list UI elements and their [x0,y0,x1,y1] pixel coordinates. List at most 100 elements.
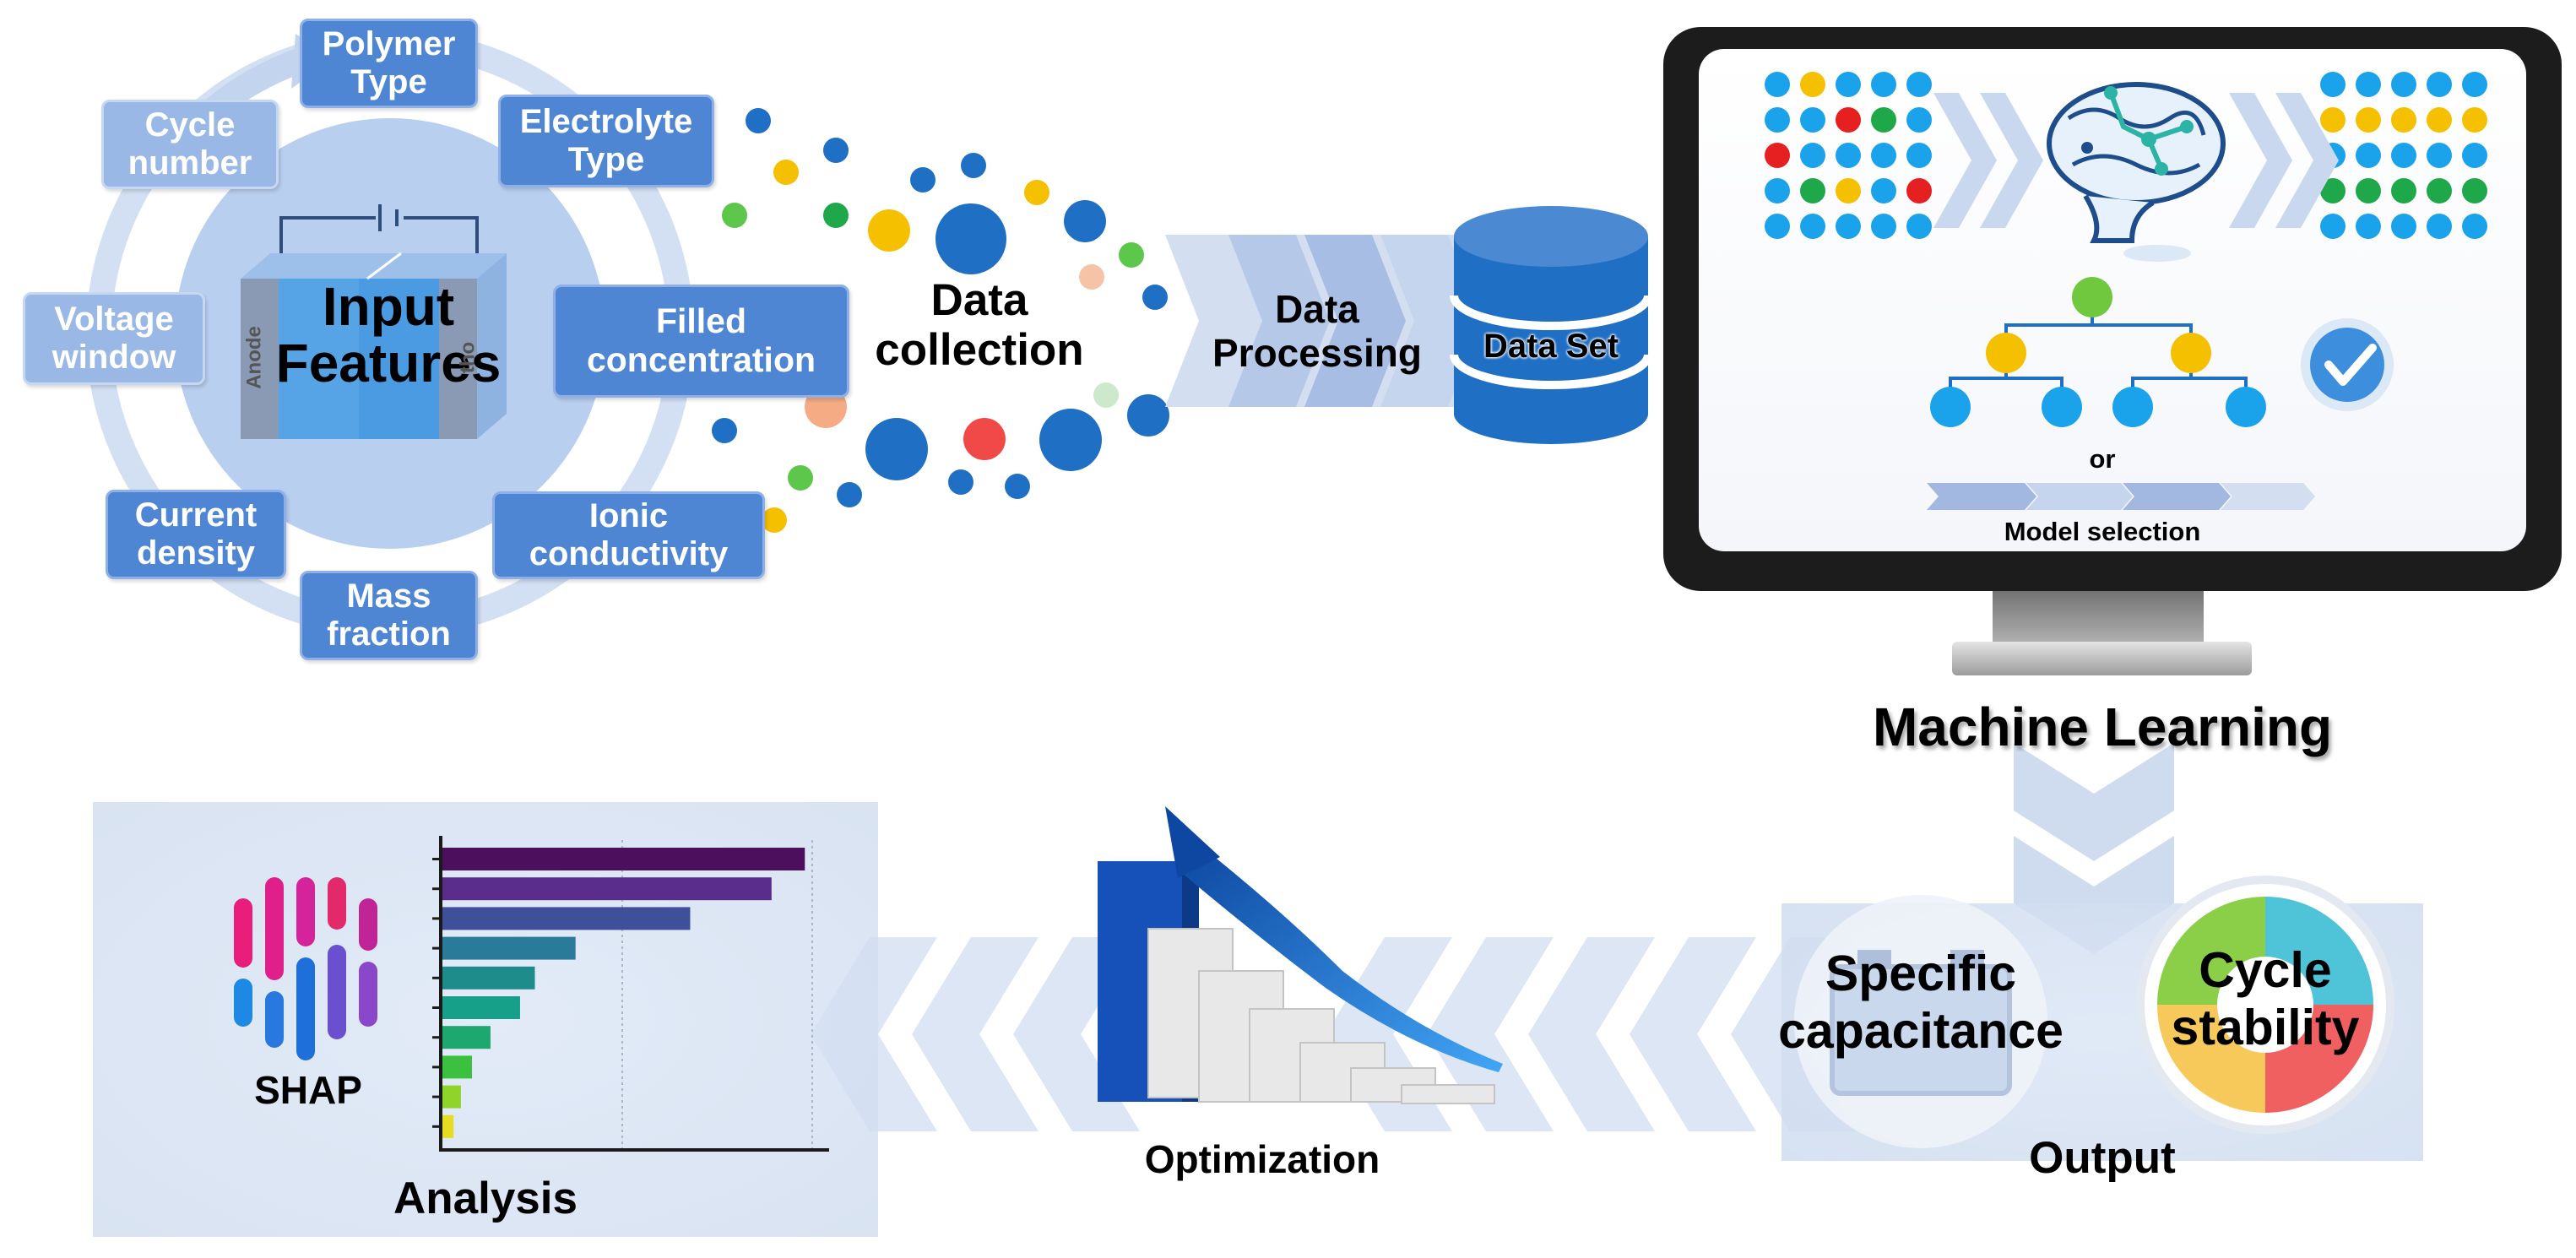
data-dot [1765,107,1790,133]
shap-bar [442,966,535,990]
cycle-stability-label: Cycle stability [2171,942,2360,1055]
shap-label: SHAP [254,1068,362,1112]
bubble [788,465,813,491]
bubble [823,203,849,228]
data-dot [2356,178,2381,203]
screen-flow-arrows [1933,93,2339,228]
bubble [1127,394,1169,437]
data-dot [1871,107,1896,133]
feature-box-cycle-number: Cycle number [101,100,279,189]
tree-node [1986,333,2026,373]
data-set-label: Data Set [1483,328,1619,365]
data-dot [2356,107,2381,133]
shap-logo-icon [234,877,377,1060]
feature-box-current-density: Current density [106,490,286,579]
bubble [762,507,787,533]
cathode-label: tho [456,341,480,374]
data-set-cylinder-icon [1450,206,1652,444]
data-dot [2391,214,2416,239]
tree-node [2226,387,2266,427]
feature-box-ionic-conductivity: Ionic conductivity [492,491,765,579]
bubble [868,209,910,252]
bubble [746,108,771,133]
bubble [1093,382,1119,408]
data-dot [2356,143,2381,168]
shap-bar [442,1055,473,1079]
data-dot [2391,72,2416,97]
data-dot [2320,178,2346,203]
data-dot [1906,72,1932,97]
checkmark-icon [2301,318,2394,411]
input-data-matrix [1765,72,1932,239]
data-dot [2427,214,2452,239]
specific-capacitance-label: Specific capacitance [1778,946,2064,1059]
data-dot [1800,72,1825,97]
shap-bar [442,877,772,901]
data-dot [1871,72,1896,97]
shap-bar [442,936,576,960]
data-dot [1836,214,1861,239]
bubble [948,469,973,495]
bubble [823,138,849,163]
data-dot [2320,214,2346,239]
brain-icon [2047,82,2226,262]
shap-bar-chart [432,836,829,1152]
data-dot [1906,107,1932,133]
data-dot [2356,72,2381,97]
tree-node [2171,333,2211,373]
bubble [773,160,799,185]
tree-nodes [1930,277,2266,427]
data-dot [1871,214,1896,239]
data-dot [1836,72,1861,97]
data-dot [2427,72,2452,97]
data-dot [1906,178,1932,203]
shap-bar [442,848,805,870]
shap-bar [442,1026,491,1049]
data-dot [2320,72,2346,97]
data-dot [1871,143,1896,168]
feature-box-mass-fraction: Mass fraction [300,571,478,660]
data-processing-label: Data Processing [1212,287,1422,375]
data-dot [2462,72,2487,97]
data-dot [2391,107,2416,133]
feature-box-electrolyte-type: Electrolyte Type [498,95,714,187]
battery-illustration [241,204,507,439]
data-dot [1765,178,1790,203]
bubble [961,153,986,178]
shap-bar [442,996,520,1019]
data-dot [1836,143,1861,168]
tree-node [2042,387,2082,427]
data-dot [2462,214,2487,239]
data-dot [1765,214,1790,239]
anode-label: Anode [242,326,266,389]
data-dot [1906,143,1932,168]
tree-node [1930,387,1971,427]
data-dot [2427,178,2452,203]
bubble [712,418,737,443]
shap-bar [442,1114,454,1138]
data-dot [1836,107,1861,133]
data-dot [2462,107,2487,133]
tree-node [2112,387,2153,427]
data-dot [2427,143,2452,168]
data-dot [1800,214,1825,239]
feature-box-polymer-type: Polymer Type [300,19,478,108]
analysis-panel [93,802,878,1237]
optimization-chart-icon [1098,806,1503,1104]
data-dot [1765,72,1790,97]
bubble [1119,242,1144,268]
bubble [935,203,1006,274]
data-dot [2391,178,2416,203]
shap-bar [442,1085,461,1109]
tree-node [2072,277,2112,317]
data-dot [1800,143,1825,168]
data-dot [2356,214,2381,239]
output-data-matrix [2320,72,2487,239]
data-dot [1765,143,1790,168]
bubble [910,167,935,192]
data-dot [2462,178,2487,203]
bubble [722,203,747,228]
feature-box-filled-concentration: Filled concentration [553,285,849,398]
data-dot [2320,107,2346,133]
